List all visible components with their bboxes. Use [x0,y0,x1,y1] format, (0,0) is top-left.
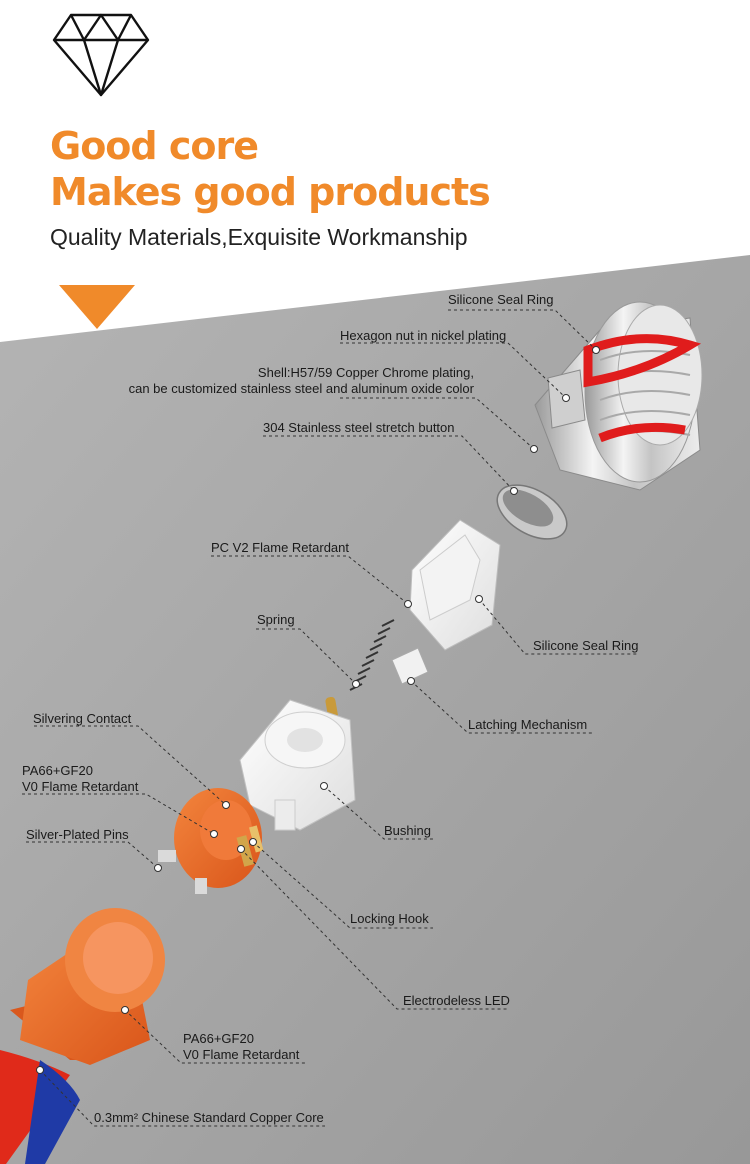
headline-line-2: Makes good products [50,170,491,214]
down-triangle-icon [59,285,135,329]
latch-mechanism [391,647,429,685]
label-electrodeless-led: Electrodeless LED [403,993,510,1008]
label-copper-core: 0.3mm² Chinese Standard Copper Core [94,1110,324,1125]
label-latching-mechanism: Latching Mechanism [468,717,588,732]
label-locking-hook: Locking Hook [350,911,429,926]
stretch-button-disc [496,484,568,540]
subtitle: Quality Materials,Exquisite Workmanship [50,224,468,250]
label-silicone-seal-ring-top: Silicone Seal Ring [448,292,554,307]
label-bushing: Bushing [384,823,431,838]
label-silver-plated-pins: Silver-Plated Pins [26,827,129,842]
label-stretch-button: 304 Stainless steel stretch button [263,420,455,435]
label-pa66-1-line-2: V0 Flame Retardant [22,779,139,794]
label-spring: Spring [257,612,295,627]
label-silicone-seal-ring-mid: Silicone Seal Ring [533,638,639,653]
label-silvering-contact: Silvering Contact [33,711,132,726]
label-pa66-2-line-1: PA66+GF20 [183,1031,254,1046]
label-shell-line-2: can be customized stainless steel and al… [128,381,474,396]
label-pa66-1-line-1: PA66+GF20 [22,763,93,778]
orange-cap [0,908,165,1164]
label-hexagon-nut: Hexagon nut in nickel plating [340,328,507,343]
pc-housing [409,519,501,651]
label-shell-line-1: Shell:H57/59 Copper Chrome plating, [257,365,474,380]
orange-contact-base [158,788,264,894]
label-pc-v2: PC V2 Flame Retardant [211,540,350,555]
headline-line-1: Good core [50,124,259,168]
label-pa66-2-line-2: V0 Flame Retardant [183,1047,300,1062]
diamond-icon [52,13,150,97]
